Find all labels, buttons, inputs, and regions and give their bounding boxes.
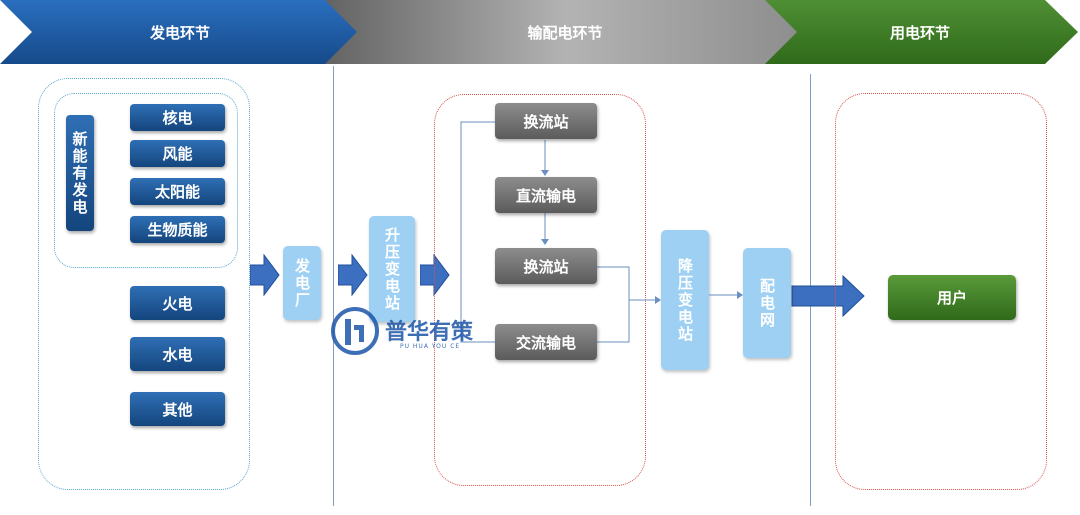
connector-arrow bbox=[709, 291, 743, 299]
stage-header-band bbox=[0, 0, 1078, 64]
source-other: 其他 bbox=[130, 392, 225, 426]
source-solar: 太阳能 bbox=[130, 178, 225, 205]
power-plant-box: 发电厂 bbox=[283, 246, 321, 320]
stage-consumption-label: 用电环节 bbox=[889, 24, 950, 42]
new-energy-label: 新能有发电 bbox=[66, 115, 94, 231]
step-down-substation-box: 降压变电站 bbox=[661, 230, 709, 370]
source-nuclear: 核电 bbox=[130, 104, 225, 131]
stage-generation-label: 发电环节 bbox=[149, 24, 210, 42]
transmission-container bbox=[434, 94, 646, 486]
watermark-sub: PU HUA YOU CE bbox=[400, 343, 461, 350]
stage-transmission-label: 输配电环节 bbox=[527, 24, 603, 42]
chevron-consumption bbox=[765, 0, 1078, 64]
chevron-transmission bbox=[310, 0, 822, 64]
source-hydro: 水电 bbox=[130, 337, 225, 371]
arrow-right-icon bbox=[250, 254, 280, 296]
step-up-substation-box: 升压变电站 bbox=[369, 216, 415, 322]
ac-transmission: 交流输电 bbox=[495, 324, 597, 360]
consumption-container bbox=[835, 93, 1047, 490]
source-biomass: 生物质能 bbox=[130, 216, 225, 243]
user-box: 用户 bbox=[888, 275, 1016, 320]
arrow-right-large-icon bbox=[791, 275, 865, 317]
arrow-right-icon bbox=[338, 254, 368, 296]
chevron-generation bbox=[0, 0, 357, 64]
transmission-connectors bbox=[460, 121, 661, 343]
converter-station-1: 换流站 bbox=[495, 103, 597, 139]
section-divider-1 bbox=[333, 66, 334, 506]
converter-station-2: 换流站 bbox=[495, 248, 597, 284]
dc-transmission: 直流输电 bbox=[495, 177, 597, 213]
watermark-name: 普华有策 bbox=[385, 320, 474, 345]
watermark-logo-icon bbox=[331, 307, 379, 355]
source-thermal: 火电 bbox=[130, 286, 225, 320]
new-energy-group bbox=[54, 93, 238, 268]
source-wind: 风能 bbox=[130, 140, 225, 167]
distribution-grid-box: 配电网 bbox=[743, 248, 791, 358]
